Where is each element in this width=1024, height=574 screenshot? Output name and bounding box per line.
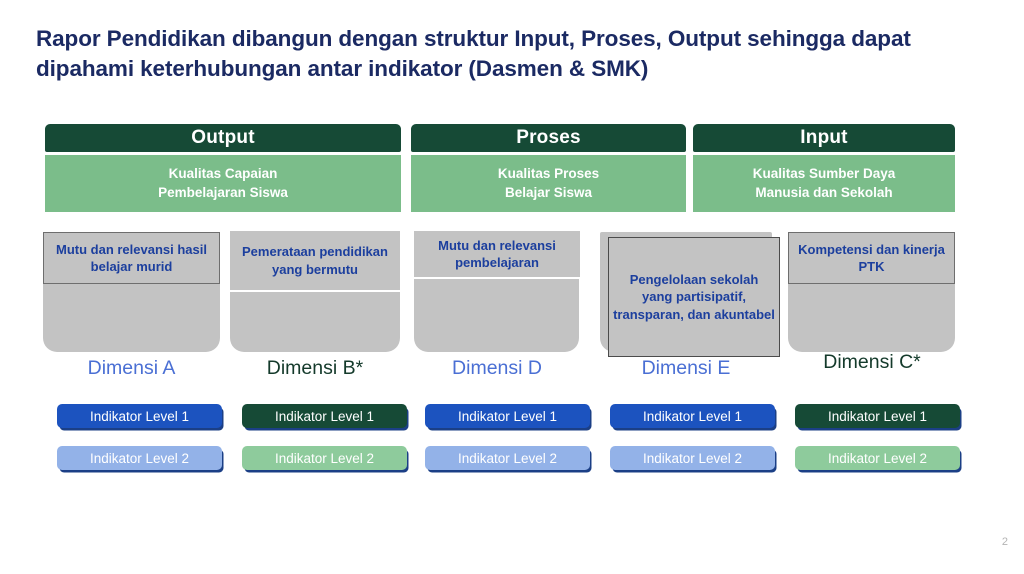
- indicator-level1-dimension-c[interactable]: Indikator Level 1: [795, 404, 960, 428]
- category-output-subtitle-line2: Pembelajaran Siswa: [158, 184, 288, 200]
- dimension-d-card: Mutu dan relevansi pembelajaran: [412, 229, 582, 279]
- dimension-e-label: Dimensi E: [641, 357, 731, 379]
- category-proses-subtitle-line1: Kualitas Proses: [497, 165, 600, 181]
- dimension-b-label: Dimensi B*: [266, 357, 364, 379]
- indicator-level1-dimension-b[interactable]: Indikator Level 1: [242, 404, 407, 428]
- dimension-a-label: Dimensi A: [87, 357, 176, 379]
- indicator-level2-dimension-b[interactable]: Indikator Level 2: [242, 446, 407, 470]
- category-input-subtitle-line2: Manusia dan Sekolah: [755, 184, 893, 200]
- category-proses: Proses Kualitas Proses Belajar Siswa: [411, 124, 686, 212]
- indicator-level2-dimension-a[interactable]: Indikator Level 2: [57, 446, 222, 470]
- page-number: 2: [1001, 536, 1008, 548]
- dimension-c-label: Dimensi C*: [823, 351, 921, 373]
- category-input-title: Input: [693, 124, 955, 152]
- indicator-level1-dimension-d[interactable]: Indikator Level 1: [425, 404, 590, 428]
- category-output-title: Output: [45, 124, 401, 152]
- category-input-subtitle: Kualitas Sumber Daya Manusia dan Sekolah: [693, 155, 955, 212]
- category-proses-subtitle: Kualitas Proses Belajar Siswa: [411, 155, 686, 212]
- page-title: Rapor Pendidikan dibangun dengan struktu…: [36, 26, 911, 81]
- category-output: Output Kualitas Capaian Pembelajaran Sis…: [45, 124, 401, 212]
- indicator-level1-dimension-e[interactable]: Indikator Level 1: [610, 404, 775, 428]
- category-output-subtitle-line1: Kualitas Capaian: [168, 165, 278, 181]
- category-proses-title: Proses: [411, 124, 686, 152]
- indicator-level2-dimension-c[interactable]: Indikator Level 2: [795, 446, 960, 470]
- dimension-c-card: Kompetensi dan kinerja PTK: [788, 232, 955, 284]
- dimension-e-card: Pengelolaan sekolah yang partisipatif, t…: [608, 237, 780, 357]
- category-proses-subtitle-line2: Belajar Siswa: [504, 184, 593, 200]
- dimension-b-card: Pemerataan pendidikan yang bermutu: [228, 229, 402, 292]
- indicator-level1-dimension-a[interactable]: Indikator Level 1: [57, 404, 222, 428]
- category-input-subtitle-line1: Kualitas Sumber Daya: [752, 165, 896, 181]
- dimension-a-card: Mutu dan relevansi hasil belajar murid: [43, 232, 220, 284]
- indicator-level2-dimension-e[interactable]: Indikator Level 2: [610, 446, 775, 470]
- category-input: Input Kualitas Sumber Daya Manusia dan S…: [693, 124, 955, 212]
- indicator-level2-dimension-d[interactable]: Indikator Level 2: [425, 446, 590, 470]
- category-output-subtitle: Kualitas Capaian Pembelajaran Siswa: [45, 155, 401, 212]
- dimension-d-label: Dimensi D: [452, 357, 542, 379]
